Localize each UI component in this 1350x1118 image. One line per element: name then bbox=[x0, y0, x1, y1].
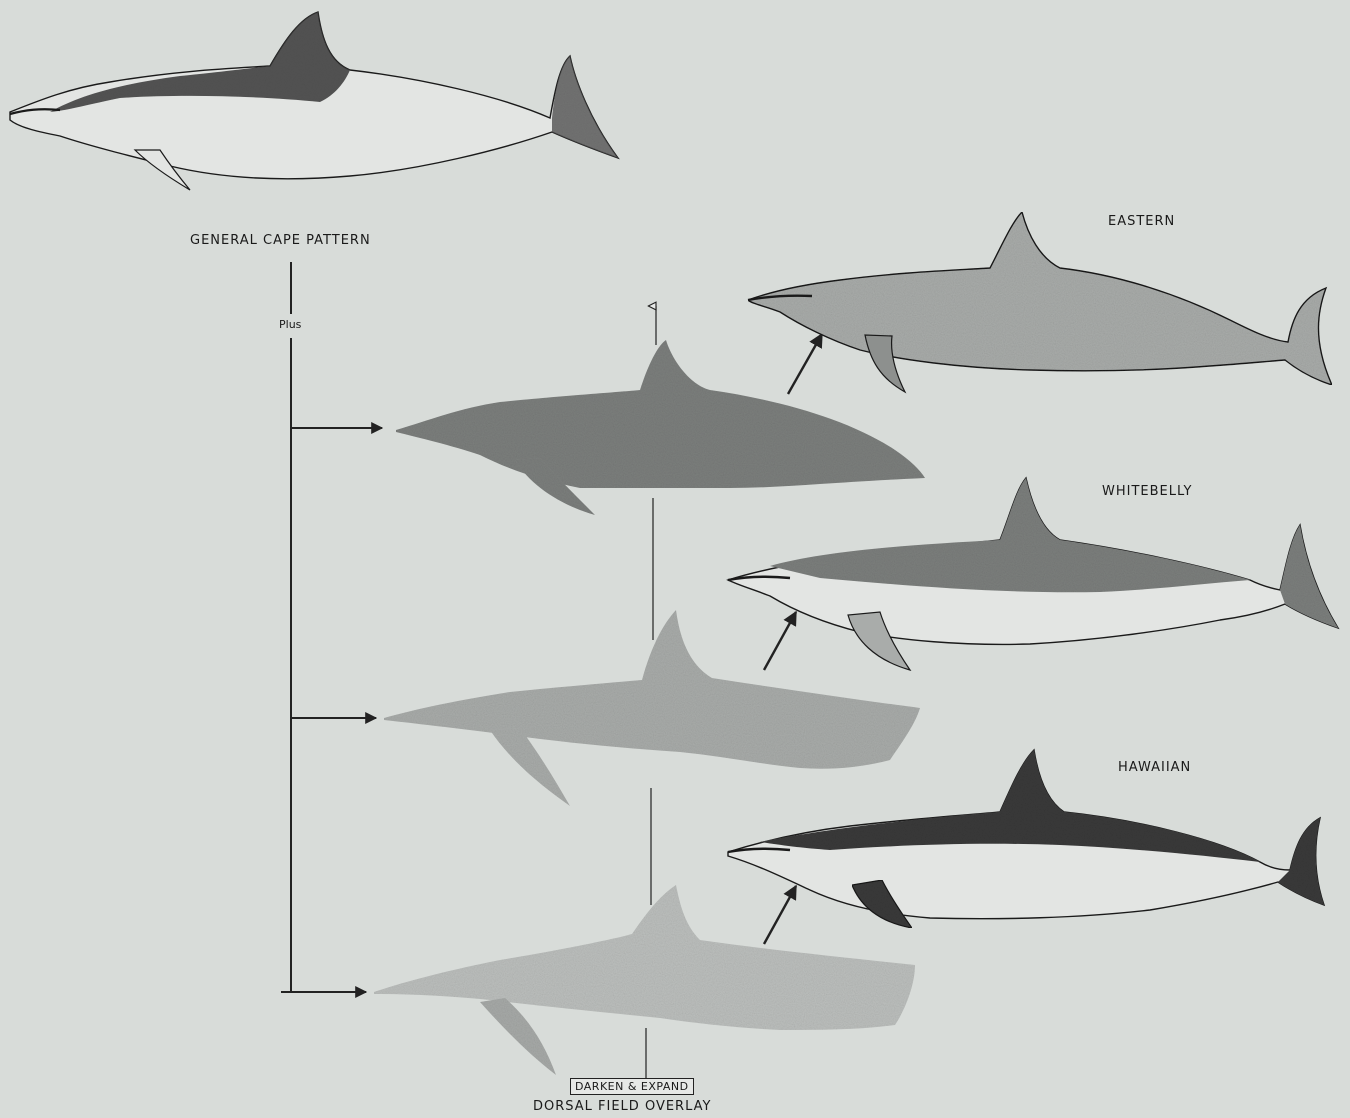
general-cape-pattern-label: GENERAL CAPE PATTERN bbox=[190, 233, 371, 248]
darken-expand-label: DARKEN & EXPAND bbox=[570, 1078, 694, 1095]
arrow-to-eastern bbox=[788, 334, 822, 394]
plus-label: Plus bbox=[279, 318, 301, 331]
whitebelly-label: WHITEBELLY bbox=[1102, 484, 1192, 499]
general-cape-dolphin bbox=[10, 12, 618, 190]
arrow-to-whitebelly bbox=[764, 612, 796, 670]
overlay-light bbox=[374, 885, 915, 1075]
arrow-to-hawaiian bbox=[764, 886, 796, 944]
overlay-dark bbox=[396, 340, 925, 515]
hawaiian-label: HAWAIIAN bbox=[1118, 760, 1191, 775]
overlay-medium bbox=[384, 610, 920, 806]
whitebelly-dolphin bbox=[728, 478, 1338, 670]
eastern-dolphin bbox=[748, 212, 1332, 392]
dorsal-field-overlay-label: DORSAL FIELD OVERLAY bbox=[533, 1099, 711, 1114]
hawaiian-dolphin-tail-shade bbox=[1278, 818, 1324, 905]
overlay-light-flipper bbox=[480, 998, 556, 1075]
hawaiian-dolphin bbox=[728, 750, 1324, 928]
eastern-label: EASTERN bbox=[1108, 214, 1175, 229]
